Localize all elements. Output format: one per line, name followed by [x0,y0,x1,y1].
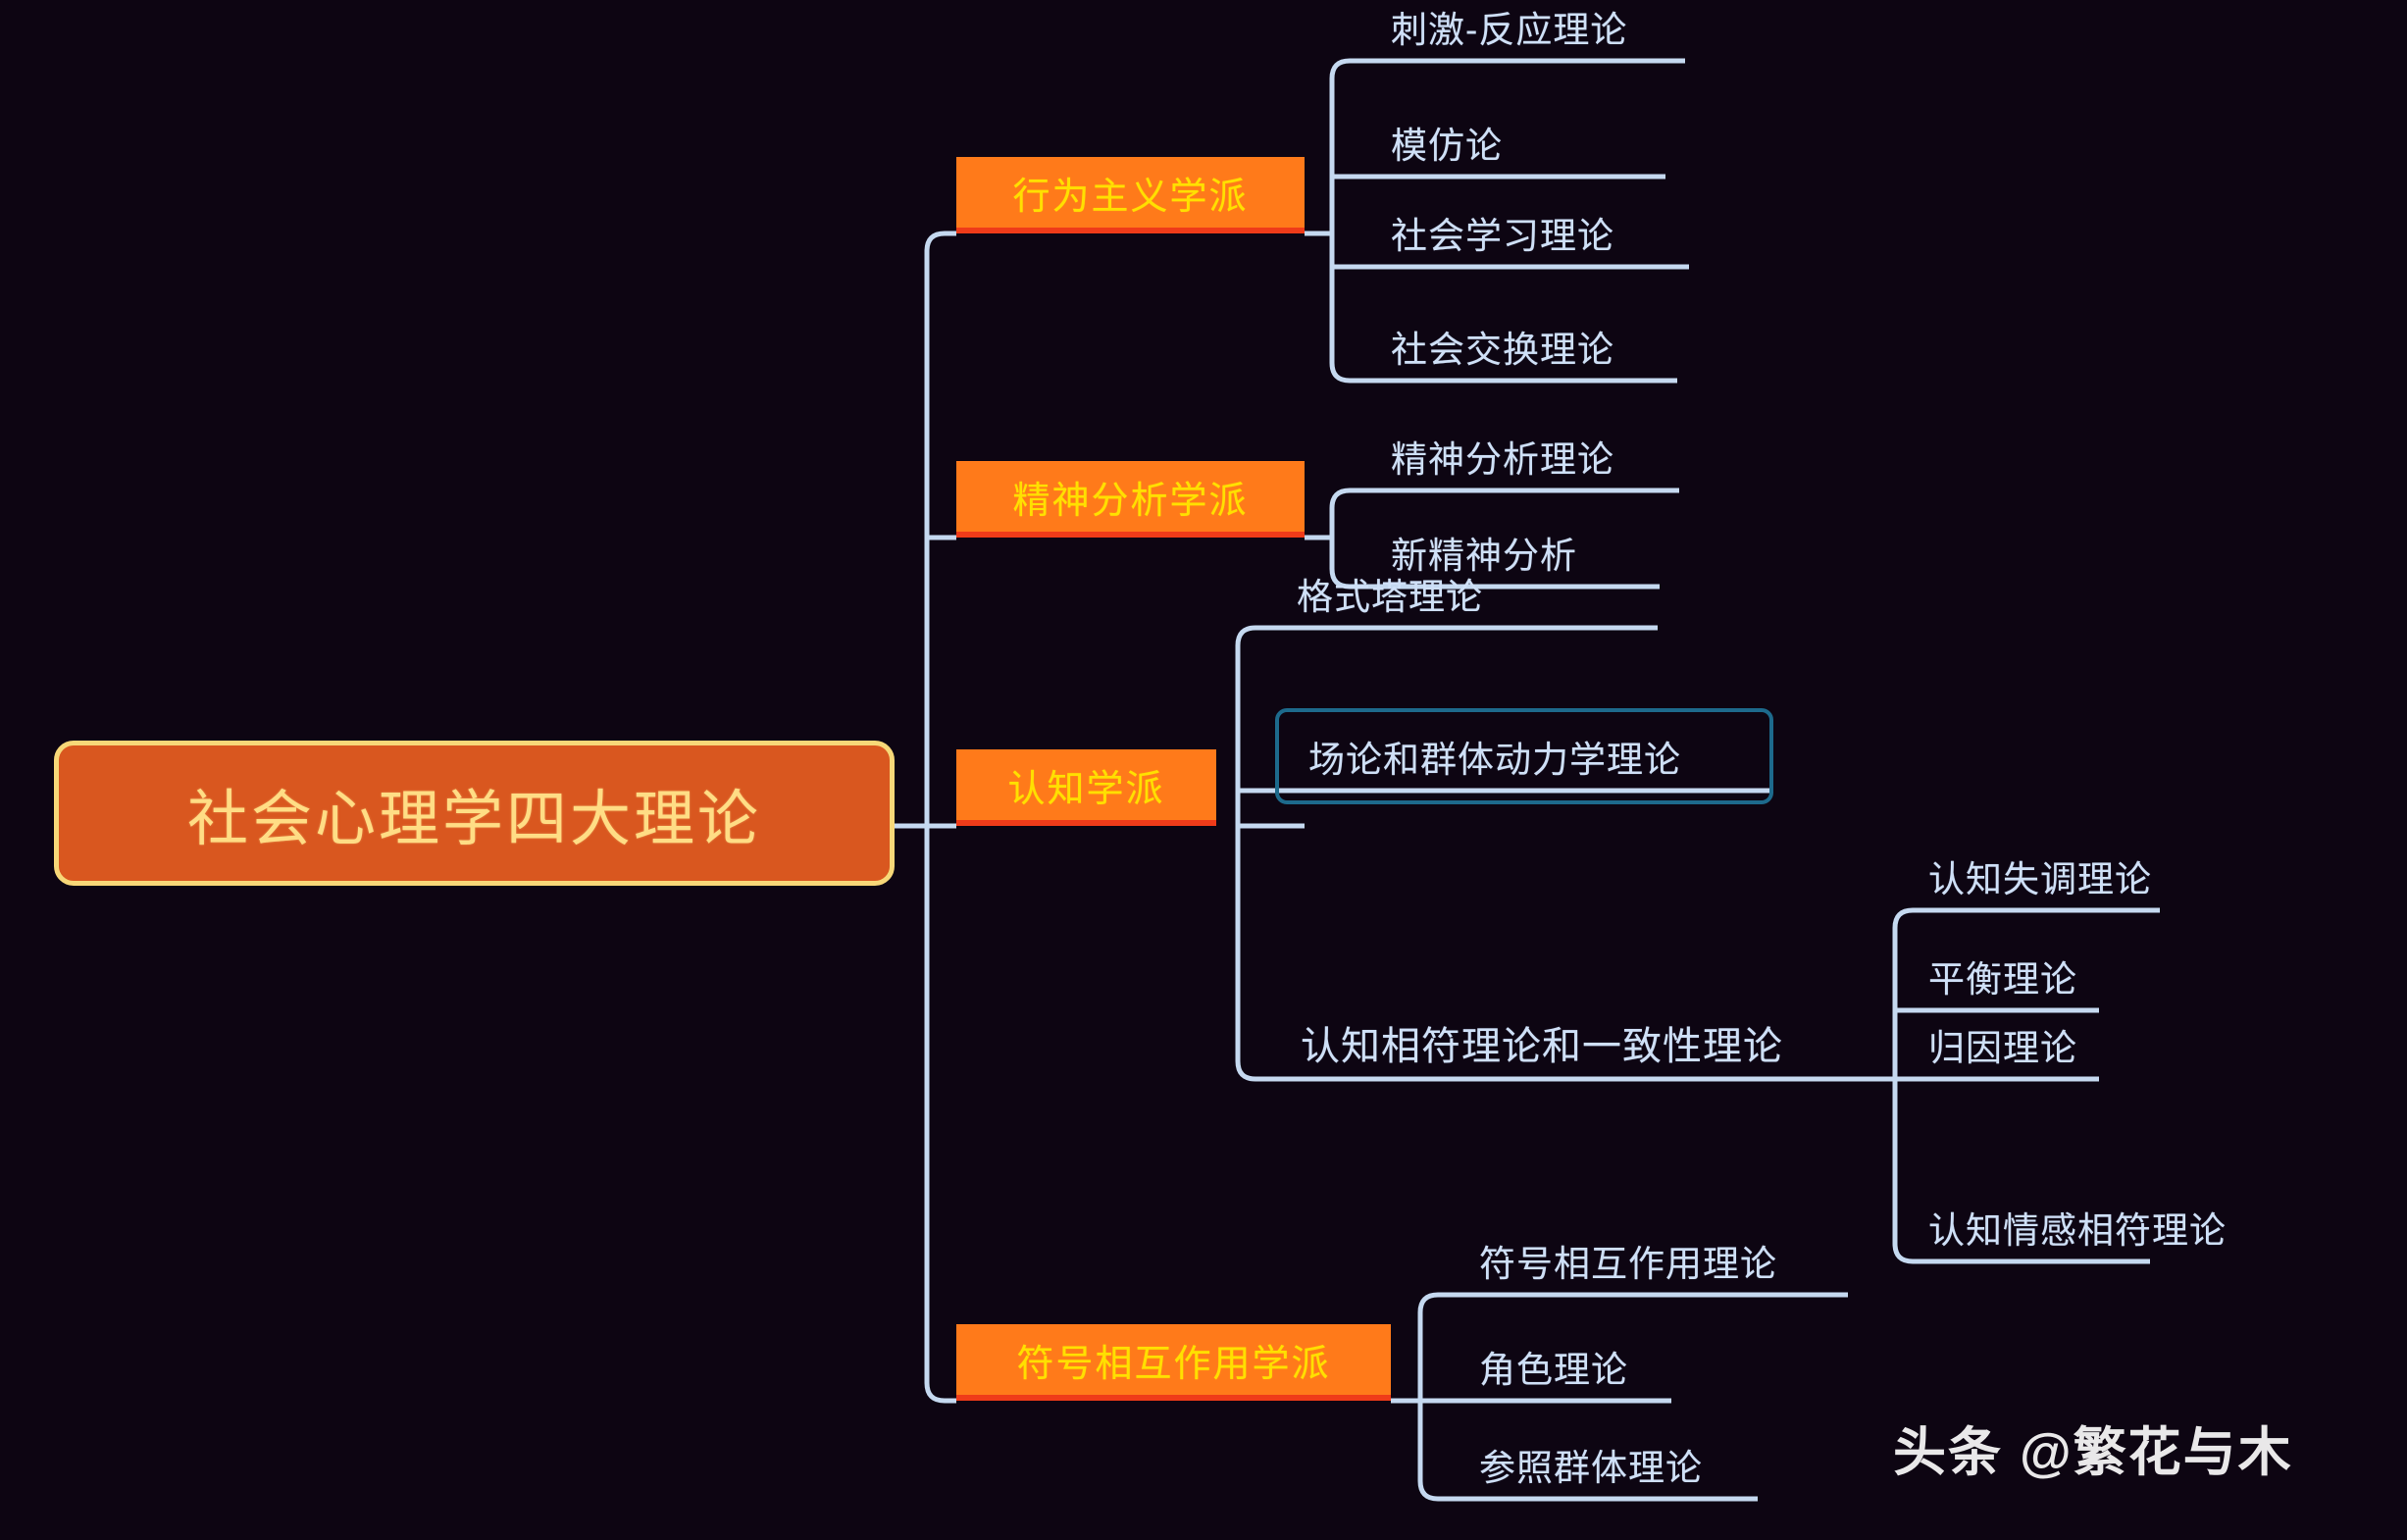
leaf-label: 参照群体理论 [1479,1448,1703,1488]
branch-label: 符号相互作用学派 [1016,1343,1331,1385]
leaf-label: 新精神分析 [1391,536,1577,576]
branch-label: 精神分析学派 [1012,480,1249,522]
root-node[interactable]: 社会心理学四大理论 [54,741,895,886]
leaf-label: 角色理论 [1479,1350,1628,1390]
leaf-social-learning[interactable]: 社会学习理论 [1377,206,1691,267]
leaf-label: 认知情感相符理论 [1928,1210,2227,1251]
leaf-attribution-theory[interactable]: 归因理论 [1915,1018,2150,1079]
leaf-label: 认知相符理论和一致性理论 [1301,1025,1783,1068]
leaf-neo-psychoanalysis[interactable]: 新精神分析 [1377,526,1662,587]
leaf-label: 归因理论 [1928,1028,2077,1068]
leaf-cognitive-affective-consistency[interactable]: 认知情感相符理论 [1915,1201,2268,1261]
branch-node-behaviorism[interactable]: 行为主义学派 [956,157,1305,233]
root-label: 社会心理学四大理论 [186,786,761,853]
branch-label: 行为主义学派 [1012,176,1249,218]
branch-node-cognitive[interactable]: 认知学派 [956,749,1216,826]
leaf-label: 社会学习理论 [1391,216,1614,256]
leaf-psychoanalytic-theory[interactable]: 精神分析理论 [1377,430,1691,490]
leaf-label: 平衡理论 [1928,959,2077,1000]
leaf-label: 符号相互作用理论 [1479,1244,1777,1284]
leaf-label: 格式塔理论 [1297,577,1483,617]
branch-node-psychoanalysis[interactable]: 精神分析学派 [956,461,1305,538]
branch-label: 认知学派 [1007,768,1165,810]
leaf-cognitive-consistency[interactable]: 认知相符理论和一致性理论 [1287,1018,1875,1079]
leaf-label: 精神分析理论 [1391,439,1614,480]
watermark-label: 头条 @繁花与木 [1893,1423,2293,1482]
leaf-stimulus-response[interactable]: 刺激-反应理论 [1377,0,1691,61]
selected-node-outline[interactable] [1275,708,1773,804]
leaf-symbolic-interaction-theory[interactable]: 符号相互作用理论 [1465,1234,1858,1295]
leaf-field-theory-group-dynamics[interactable]: 场论和群体动力学理论 [1295,730,1766,791]
branch-node-symbolic-interaction[interactable]: 符号相互作用学派 [956,1324,1391,1401]
leaf-role-theory[interactable]: 角色理论 [1465,1340,1701,1401]
leaf-reference-group-theory[interactable]: 参照群体理论 [1465,1438,1779,1499]
leaf-label: 认知失调理论 [1928,859,2152,899]
leaf-social-exchange[interactable]: 社会交换理论 [1377,320,1691,381]
leaf-label: 模仿论 [1391,126,1503,166]
leaf-label: 刺激-反应理论 [1391,10,1628,50]
leaf-balance-theory[interactable]: 平衡理论 [1915,950,2150,1010]
leaf-label: 场论和群体动力学理论 [1308,740,1681,780]
watermark: 头条 @繁花与木 [1893,1409,2293,1486]
leaf-label: 社会交换理论 [1391,330,1614,370]
leaf-imitation[interactable]: 模仿论 [1377,116,1671,177]
leaf-cognitive-dissonance[interactable]: 认知失调理论 [1915,849,2209,910]
leaf-gestalt-theory[interactable]: 格式塔理论 [1283,567,1597,628]
